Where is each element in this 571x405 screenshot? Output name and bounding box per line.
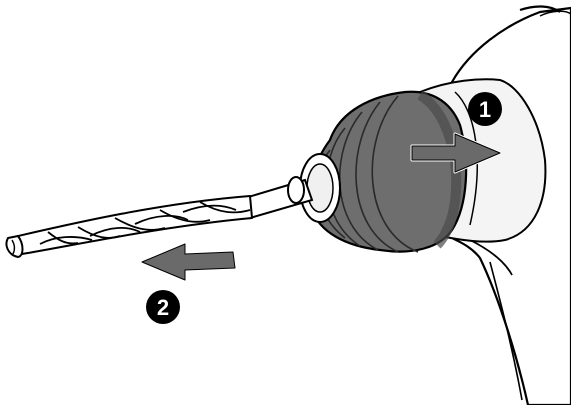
step-badge-1: 1 — [468, 92, 502, 126]
step-badge-2: 2 — [146, 290, 180, 324]
arrow-right-icon — [410, 132, 502, 174]
drill-bit-shank — [243, 176, 314, 220]
step-number-2: 2 — [157, 295, 169, 320]
chuck-nose — [299, 153, 341, 223]
step-number-1: 1 — [479, 97, 491, 122]
arrow-left-icon — [141, 243, 236, 281]
twist-drill-bit — [5, 195, 253, 258]
